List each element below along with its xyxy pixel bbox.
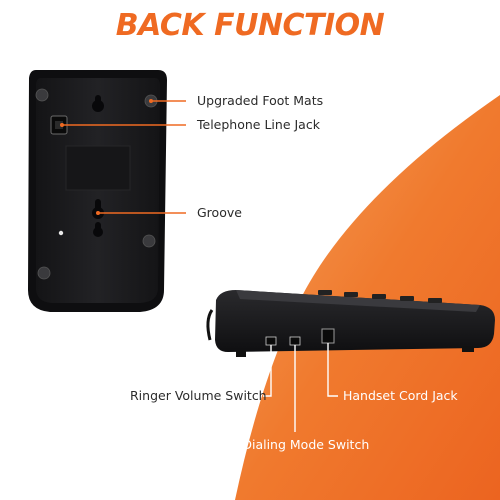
label-line-jack: Telephone Line Jack [197, 117, 320, 132]
phone-base-bottom-view [28, 70, 167, 312]
side-foot-front [236, 350, 246, 357]
label-ringer-switch: Ringer Volume Switch [130, 388, 267, 403]
heading: BACK FUNCTION [115, 8, 385, 43]
pt-dialing-mode-switch [289, 336, 301, 346]
label-cord-jack: Handset Cord Jack [343, 388, 458, 403]
label-foot-mats: Upgraded Foot Mats [197, 93, 324, 108]
handset-cord-jack [321, 328, 335, 344]
orange-background-shape [235, 95, 500, 500]
label-dialing-switch: P/T Dialing Mode Switch [219, 437, 370, 452]
side-foot-rear [462, 346, 474, 352]
side-key-2 [344, 292, 358, 297]
label-recess [65, 145, 131, 191]
side-top-deck [236, 290, 480, 312]
label-groove: Groove [197, 205, 242, 220]
reset-pin-hole [58, 230, 64, 236]
wall-mount-hole-top [92, 95, 104, 112]
leader-ringer [263, 345, 272, 397]
callout-leaders [60, 99, 338, 432]
side-key-3 [372, 294, 386, 299]
foot-mat-bottom-left [37, 266, 51, 280]
leader-cord-jack [327, 343, 338, 397]
groove-keyhole-lower [93, 222, 103, 237]
foot-mat-top-left [35, 88, 49, 102]
foot-mat-bottom-right [142, 234, 156, 248]
side-key-5 [428, 298, 442, 303]
side-key-1 [318, 290, 332, 295]
ringer-volume-switch [265, 336, 277, 346]
side-key-4 [400, 296, 414, 301]
handset-cord [206, 309, 214, 341]
phone-side-view [206, 290, 495, 357]
